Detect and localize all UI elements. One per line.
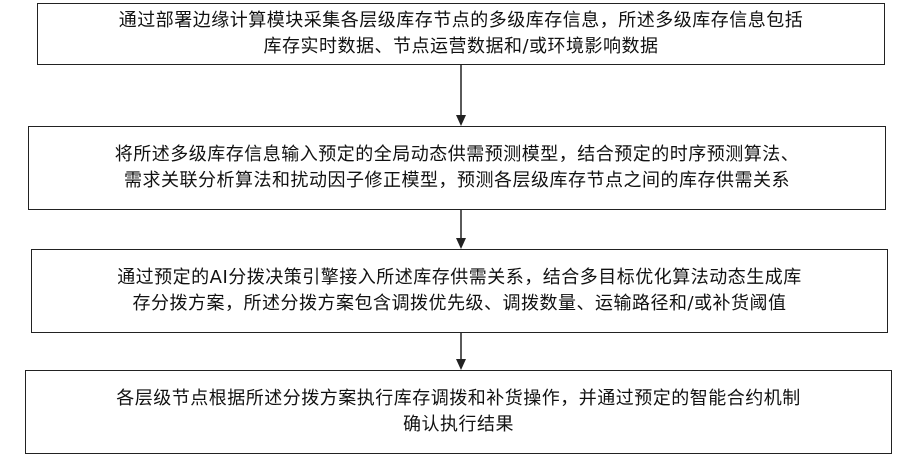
flow-step-1-box: 通过部署边缘计算模块采集各层级库存节点的多级库存信息，所述多级库存信息包括 库存… [37, 3, 885, 65]
flow-step-3-text: 通过预定的AI分拨决策引擎接入所述库存供需关系，结合多目标优化算法动态生成库 存… [117, 265, 802, 317]
flow-step-4-text: 各层级节点根据所述分拨方案执行库存调拨和补货操作，并通过预定的智能合约机制 确认… [116, 386, 801, 438]
flow-step-2-box: 将所述多级库存信息输入预定的全局动态供需预测模型，结合预定的时序预测算法、 需求… [28, 126, 886, 210]
flow-step-2-text: 将所述多级库存信息输入预定的全局动态供需预测模型，结合预定的时序预测算法、 需求… [115, 142, 800, 194]
flow-arrow-3 [455, 333, 467, 370]
flow-step-3-box: 通过预定的AI分拨决策引擎接入所述库存供需关系，结合多目标优化算法动态生成库 存… [31, 249, 888, 333]
flow-step-1-text: 通过部署边缘计算模块采集各层级库存节点的多级库存信息，所述多级库存信息包括 库存… [119, 8, 804, 60]
flow-step-4-box: 各层级节点根据所述分拨方案执行库存调拨和补货操作，并通过预定的智能合约机制 确认… [25, 370, 892, 454]
flow-arrow-1 [455, 65, 467, 126]
flow-arrow-2 [455, 210, 467, 249]
